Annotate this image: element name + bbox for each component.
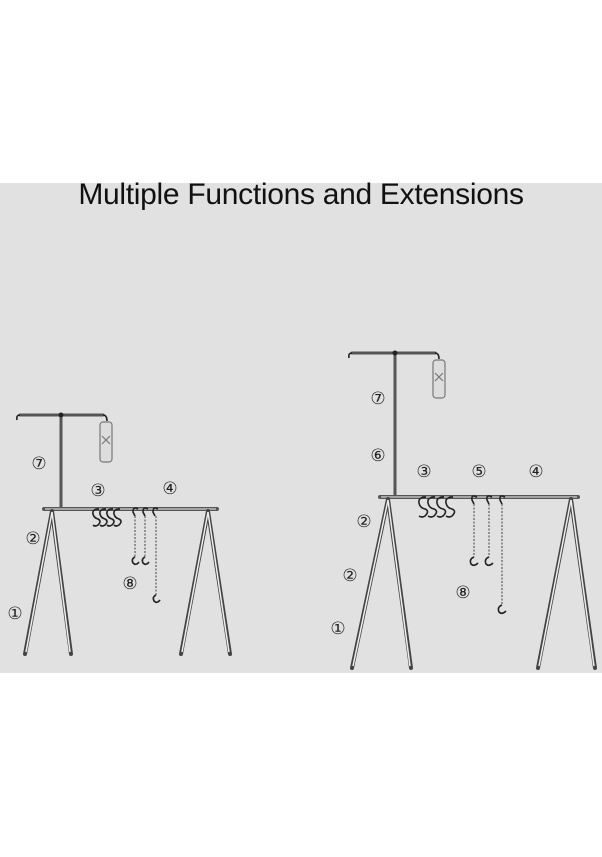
part-label: ⑧ <box>122 574 137 594</box>
part-label: ④ <box>162 479 177 499</box>
part-label: ① <box>7 604 22 624</box>
right-legs <box>350 497 597 670</box>
part-label: ⑦ <box>370 389 385 409</box>
part-label: ② <box>25 529 40 549</box>
lantern-icon <box>432 359 446 399</box>
right-lantern-arm <box>348 350 440 499</box>
part-label: ③ <box>90 481 105 501</box>
s-hooks <box>418 496 456 518</box>
part-label: ⑦ <box>31 454 46 474</box>
chain-hooks <box>131 507 161 604</box>
part-label: ① <box>330 619 345 639</box>
part-label: ② <box>356 512 371 532</box>
left-lantern-arm <box>16 412 108 511</box>
part-label: ② <box>342 566 357 586</box>
s-hooks <box>92 508 122 527</box>
chain-hooks <box>469 495 507 615</box>
part-label: ⑤ <box>471 462 486 482</box>
left-legs <box>23 509 232 656</box>
part-label: ④ <box>528 462 543 482</box>
part-label: ⑥ <box>370 446 385 466</box>
part-label: ⑧ <box>455 583 470 603</box>
lantern-icon <box>99 421 113 463</box>
right-rack-diagram: ⑦ ⑥ ③ ⑤ ④ ② ② ⑧ ① <box>330 350 597 670</box>
diagram-title: Multiple Functions and Extensions <box>78 178 524 211</box>
left-rack-diagram: ⑦ ③ ④ ② ⑧ ① <box>7 412 232 656</box>
part-label: ③ <box>416 462 431 482</box>
